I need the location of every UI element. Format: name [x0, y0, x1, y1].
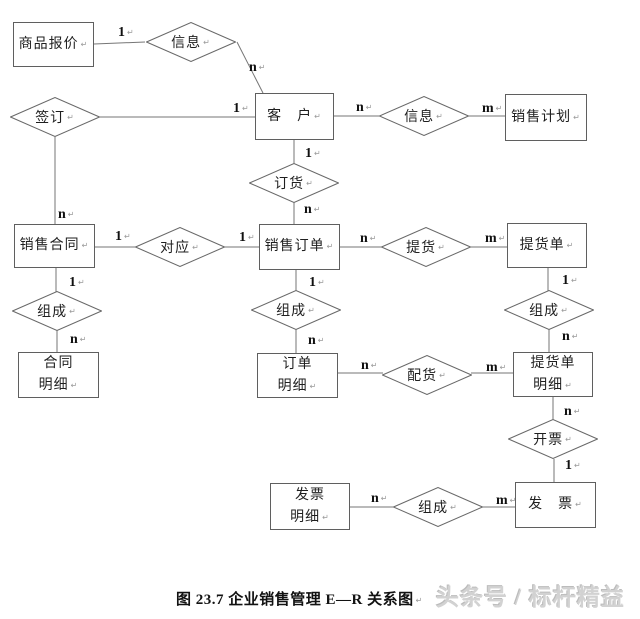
relationship-sign: 签订 — [10, 97, 100, 137]
relationship-compose-invoice: 组成 — [393, 487, 483, 527]
relationship-compose-picklist: 组成 — [504, 290, 594, 330]
cardinality-label: 1 — [115, 230, 131, 244]
relationship-label: 组成 — [251, 290, 341, 330]
entity-sales-contract: 销售合同 — [14, 224, 95, 268]
relationship-correspond: 对应 — [135, 227, 225, 267]
cardinality-label: n — [361, 359, 378, 373]
cardinality-label: n — [249, 61, 266, 75]
relationship-label: 信息 — [146, 22, 236, 62]
entity-label: 合同 明细 — [39, 353, 79, 396]
entity-order-detail: 订单 明细 — [257, 353, 338, 398]
cardinality-label: n — [304, 203, 321, 217]
cardinality-label: m — [486, 361, 506, 375]
cardinality-label: 1 — [565, 459, 581, 473]
cardinality-label: n — [564, 405, 581, 419]
relationship-billing: 开票 — [508, 419, 598, 459]
entity-customer: 客 户 — [255, 93, 334, 140]
entity-label: 客 户 — [267, 106, 322, 128]
entity-contract-detail: 合同 明细 — [18, 352, 99, 398]
entity-sales-order: 销售订单 — [259, 224, 340, 270]
relationship-label: 开票 — [508, 419, 598, 459]
cardinality-label: n — [562, 330, 579, 344]
figure-caption: 图 23.7 企业销售管理 E—R 关系图 — [176, 588, 423, 609]
cardinality-label: m — [482, 102, 502, 116]
cardinality-label: m — [485, 232, 505, 246]
cardinality-label: 1 — [69, 276, 85, 290]
cardinality-label: 1 — [309, 276, 325, 290]
cardinality-label: n — [308, 334, 325, 348]
entity-label: 销售计划 — [511, 107, 581, 129]
entity-label: 提货单 — [520, 235, 575, 257]
connector-line — [93, 41, 146, 45]
entity-label: 发票 明细 — [290, 485, 330, 528]
entity-label: 提货单 明细 — [531, 353, 576, 396]
relationship-compose-order: 组成 — [251, 290, 341, 330]
entity-label: 订单 明细 — [278, 354, 318, 397]
cardinality-label: 1 — [239, 231, 255, 245]
relationship-place-order: 订货 — [249, 163, 339, 203]
cardinality-label: 1 — [562, 274, 578, 288]
relationship-info-quote: 信息 — [146, 22, 236, 62]
relationship-compose-contract: 组成 — [12, 291, 102, 331]
entity-pick-list-detail: 提货单 明细 — [513, 352, 593, 397]
watermark-text: 头条号 / 标杆精益 — [436, 585, 625, 610]
relationship-label: 订货 — [249, 163, 339, 203]
entity-label: 发 票 — [528, 494, 583, 516]
relationship-label: 签订 — [10, 97, 100, 137]
relationship-label: 提货 — [381, 227, 471, 267]
entity-sales-plan: 销售计划 — [505, 94, 587, 141]
entity-label: 商品报价 — [19, 34, 89, 56]
entity-label: 销售订单 — [265, 236, 335, 258]
relationship-pick-goods: 提货 — [381, 227, 471, 267]
relationship-label: 组成 — [504, 290, 594, 330]
relationship-label: 配货 — [382, 355, 472, 395]
relationship-info-plan: 信息 — [379, 96, 469, 136]
entity-pick-list: 提货单 — [507, 223, 587, 268]
entity-invoice: 发 票 — [515, 482, 596, 528]
relationship-allocate-goods: 配货 — [382, 355, 472, 395]
cardinality-label: n — [360, 232, 377, 246]
relationship-label: 组成 — [393, 487, 483, 527]
relationship-label: 对应 — [135, 227, 225, 267]
relationship-label: 组成 — [12, 291, 102, 331]
cardinality-label: m — [496, 494, 516, 508]
cardinality-label: n — [371, 492, 388, 506]
entity-invoice-detail: 发票 明细 — [270, 483, 350, 530]
entity-product-quote: 商品报价 — [13, 22, 94, 67]
relationship-label: 信息 — [379, 96, 469, 136]
cardinality-label: 1 — [233, 102, 249, 116]
cardinality-label: 1 — [305, 147, 321, 161]
entity-label: 销售合同 — [20, 235, 90, 257]
cardinality-label: n — [58, 208, 75, 222]
cardinality-label: n — [356, 101, 373, 115]
cardinality-label: 1 — [118, 26, 134, 40]
cardinality-label: n — [70, 333, 87, 347]
